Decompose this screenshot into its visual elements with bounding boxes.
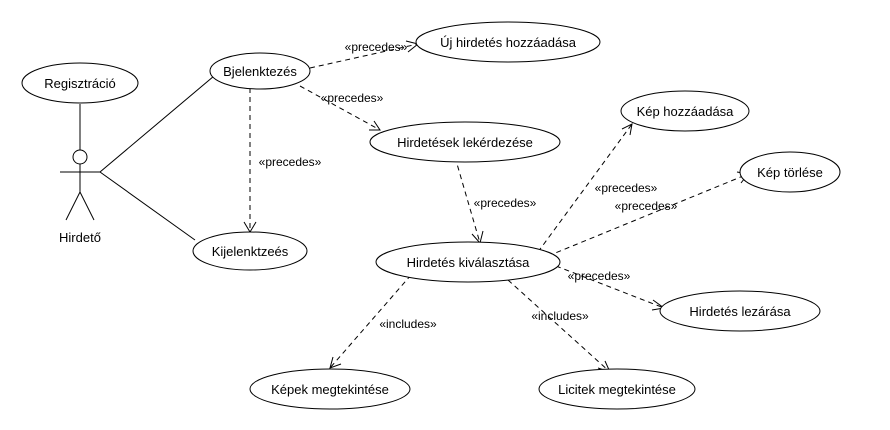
dependency-login-query: «precedes»	[299, 85, 384, 131]
include-select-view-bids: «includes»	[507, 279, 611, 373]
association-logout	[99, 171, 196, 241]
use-case-new-ad[interactable]: Új hirdetés hozzáadása	[415, 21, 601, 63]
actor-left-leg	[65, 191, 81, 221]
use-case-label: Kép hozzáadása	[637, 104, 735, 119]
dependency-login-logout: «precedes»	[243, 88, 322, 233]
use-case-add-image[interactable]: Kép hozzáadása	[620, 90, 750, 132]
association-login	[99, 75, 215, 173]
use-case-view-bids[interactable]: Licitek megtekintése	[538, 368, 696, 410]
dependency-select-add-image: «precedes»	[537, 123, 658, 253]
dependency-label: «precedes»	[474, 196, 537, 210]
use-case-view-images[interactable]: Képek megtekintése	[249, 368, 411, 410]
use-case-registration[interactable]: Regisztráció	[21, 62, 139, 104]
dependency-query-select: «precedes»	[454, 156, 537, 245]
dependency-label: «precedes»	[259, 155, 322, 169]
use-case-select-ad[interactable]: Hirdetés kiválasztása	[375, 241, 561, 283]
use-case-logout[interactable]: Kijelenktzeés	[192, 231, 308, 271]
actor-right-leg	[79, 191, 95, 221]
actor-label: Hirdető	[59, 230, 101, 245]
actor-head	[72, 149, 88, 165]
use-case-label: Bjelenktezés	[223, 64, 297, 79]
use-case-label: Regisztráció	[44, 76, 116, 91]
actor-hirdeto[interactable]: Hirdető	[59, 149, 101, 245]
use-case-label: Hirdetés kiválasztása	[407, 255, 531, 270]
dependency-label: «precedes»	[595, 181, 658, 195]
use-case-label: Kijelenktzeés	[212, 244, 289, 259]
dependency-label: «precedes»	[345, 40, 408, 54]
use-case-delete-image[interactable]: Kép törlése	[739, 151, 841, 193]
dependency-label: «precedes»	[568, 269, 631, 283]
dependency-login-new-ad: «precedes»	[309, 40, 420, 69]
dependency-label: «includes»	[379, 317, 437, 331]
use-case-label: Licitek megtekintése	[558, 382, 676, 397]
use-case-label: Hirdetés lezárása	[689, 304, 791, 319]
use-case-label: Kép törlése	[757, 165, 823, 180]
dependency-select-close: «precedes»	[555, 265, 666, 311]
dependency-label: «includes»	[531, 309, 589, 323]
dependency-label: «precedes»	[615, 199, 678, 213]
use-case-label: Hirdetések lekérdezése	[397, 135, 533, 150]
use-case-query-ads[interactable]: Hirdetések lekérdezése	[369, 121, 561, 163]
use-case-close-ad[interactable]: Hirdetés lezárása	[659, 290, 821, 332]
include-select-view-images: «includes»	[329, 274, 437, 369]
use-case-login[interactable]: Bjelenktezés	[209, 52, 311, 90]
use-case-label: Képek megtekintése	[271, 382, 389, 397]
dependency-label: «precedes»	[321, 91, 384, 105]
use-case-label: Új hirdetés hozzáadása	[440, 35, 577, 50]
